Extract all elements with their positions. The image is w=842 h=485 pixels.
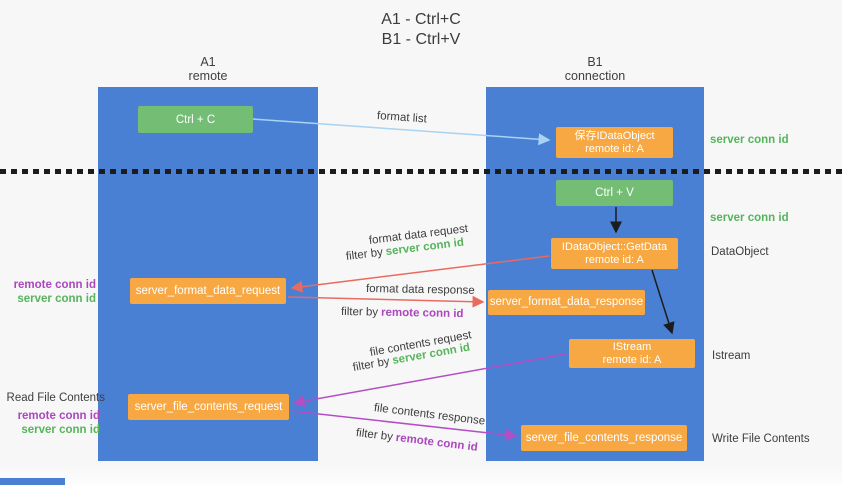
filter-by-text: filter by: [355, 427, 394, 444]
node-save-idataobject-line1: 保存IDataObject: [574, 129, 655, 142]
lifeline-b-id: B1: [587, 55, 603, 69]
node-server-format-data-request: server_format_data_request: [130, 278, 286, 304]
lifeline-a-header: A1 remote: [98, 55, 318, 83]
side-label-server-conn-id-mid: server conn id: [710, 212, 789, 224]
lifeline-a-name: remote: [188, 69, 228, 83]
filter-by-text: filter by: [345, 246, 384, 263]
lifeline-a-id: A1: [200, 55, 216, 69]
node-idataobject-getdata-line1: IDataObject::GetData: [561, 240, 668, 253]
window-edge-fragment: [0, 478, 65, 485]
side-label-istream: Istream: [712, 350, 751, 362]
node-server-file-contents-response: server_file_contents_response: [521, 425, 687, 451]
title-line-2: B1 - Ctrl+V: [381, 31, 461, 48]
diagram-title: A1 - Ctrl+C B1 - Ctrl+V: [0, 10, 842, 50]
node-istream-line1: IStream: [612, 340, 652, 353]
node-istream-line2: remote id: A: [602, 353, 662, 366]
node-save-idataobject: 保存IDataObject remote id: A: [556, 127, 673, 158]
filter-by-text: filter by: [351, 355, 391, 374]
node-idataobject-getdata: IDataObject::GetData remote id: A: [551, 238, 678, 269]
side-label-read-file-contents: Read File Contents: [6, 392, 105, 404]
session-separator-dotted-line: [0, 169, 842, 174]
lifeline-b-name: connection: [564, 69, 626, 83]
title-line-1: A1 - Ctrl+C: [381, 11, 461, 28]
side-label-remote-conn-id: remote conn id: [13, 279, 96, 291]
side-label-conn-ids-format: remote conn id server conn id: [0, 278, 96, 306]
lifeline-b-header: B1 connection: [486, 55, 704, 83]
node-ctrl-c: Ctrl + C: [138, 106, 253, 133]
side-label-conn-ids-file: remote conn id server conn id: [0, 409, 100, 437]
edge-label-format-list: format list: [376, 110, 428, 126]
side-label-remote-conn-id: remote conn id: [17, 410, 100, 422]
filter-by-text: filter by: [340, 306, 379, 319]
node-ctrl-v-label: Ctrl + V: [595, 187, 634, 199]
edge-label-file-contents-response: file contents response: [373, 402, 486, 428]
side-label-server-conn-id: server conn id: [17, 293, 96, 305]
node-ctrl-v: Ctrl + V: [556, 180, 673, 206]
node-server-format-data-response-label: server_format_data_response: [489, 296, 644, 308]
side-label-server-conn-id-top: server conn id: [710, 134, 789, 146]
node-istream: IStream remote id: A: [569, 339, 695, 368]
side-label-server-conn-id: server conn id: [21, 424, 100, 436]
filter-remote-conn-id: remote conn id: [395, 431, 479, 454]
node-ctrl-c-label: Ctrl + C: [175, 113, 216, 126]
node-server-format-data-response: server_format_data_response: [488, 290, 645, 315]
edge-label-format-data-response: format data response: [365, 283, 475, 297]
node-server-file-contents-request-label: server_file_contents_request: [134, 400, 283, 413]
node-save-idataobject-line2: remote id: A: [585, 142, 644, 155]
side-label-dataobject: DataObject: [711, 246, 769, 258]
node-server-file-contents-response-label: server_file_contents_response: [525, 431, 683, 444]
node-idataobject-getdata-line2: remote id: A: [585, 253, 644, 266]
filter-remote-conn-id: remote conn id: [380, 306, 464, 321]
side-label-write-file-contents: Write File Contents: [712, 433, 810, 445]
node-server-format-data-request-label: server_format_data_request: [135, 284, 281, 297]
node-server-file-contents-request: server_file_contents_request: [128, 394, 289, 420]
